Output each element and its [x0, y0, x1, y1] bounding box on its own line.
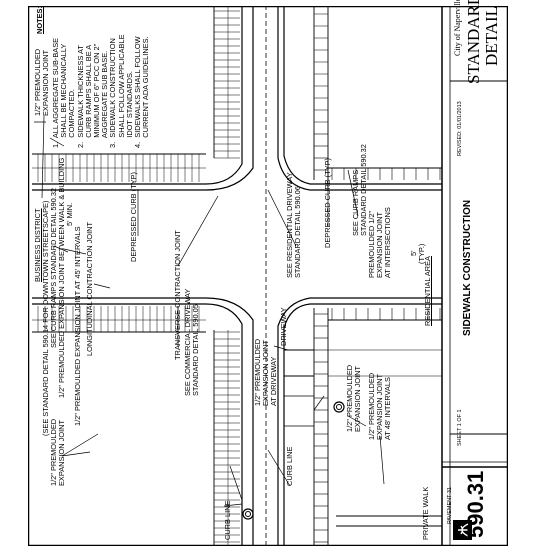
detail-title: SIDEWALK CONSTRUCTION	[462, 199, 473, 336]
label-premold-between: 1/2" PREMOULDED EXPANSION JOINT BETWEEN …	[57, 157, 66, 398]
residential-curb-left	[277, 6, 442, 191]
label-depressed-curb-mid: DEPRESSED CURB (TYP)	[323, 158, 332, 248]
business-curb-right-upper	[32, 297, 254, 546]
label-driveway: DRIVEWAY	[279, 307, 288, 346]
notes-list: 1. ALL AGGREGATE SUB-BASE SHALL BE MECHA…	[51, 28, 151, 148]
label-transverse: TRANSVERSE CONTRACTION JOINT	[173, 230, 182, 360]
inlets	[242, 401, 345, 520]
sheet-number: SHEET 1 OF 1	[457, 409, 463, 446]
label-five-min: 5' MIN.	[65, 202, 74, 226]
leader-lines	[34, 115, 385, 507]
city-name: City of Naperville	[453, 0, 462, 56]
business-curb-left-upper	[32, 6, 254, 191]
revised-date: REVISED: 01/01/2013	[457, 101, 463, 156]
label-curb-line-top: CURB LINE	[223, 500, 232, 540]
inlet-top	[242, 508, 254, 520]
standard-label: STANDARD	[464, 0, 483, 84]
category-label: PAVEMENT 31	[447, 487, 453, 524]
detail-number: 590.31	[463, 470, 488, 538]
label-longitudinal: LONGITUDINAL CONTRACTION JOINT	[85, 222, 94, 356]
detail-label: DETAIL	[482, 5, 501, 66]
notes-heading: NOTES:	[35, 6, 44, 34]
rotated-drawing: NOTES: 1. ALL AGGREGATE SUB-BASE SHALL B…	[28, 0, 508, 546]
label-premold-45: 1/2" PREMOULDED EXPANSION JOINT AT 45' I…	[73, 226, 82, 426]
residential-curb-right	[277, 297, 442, 546]
label-depressed-curb-top: DEPRESSED CURB (TYP)	[129, 172, 138, 262]
label-curb-line-bottom: CURB LINE	[285, 446, 294, 486]
inlet-bottom	[333, 401, 345, 413]
residential-curbs	[277, 6, 442, 546]
note-line: CURRENT ADA GUIDELINES.	[141, 36, 151, 148]
business-curbs	[32, 6, 254, 546]
label-residential-area: RESIDENTIAL AREA	[423, 256, 432, 326]
sidewalk-plan-drawing	[28, 6, 508, 546]
label-private-walk: PRIVATE WALK	[421, 486, 430, 540]
sidewalk-grid	[32, 6, 442, 546]
